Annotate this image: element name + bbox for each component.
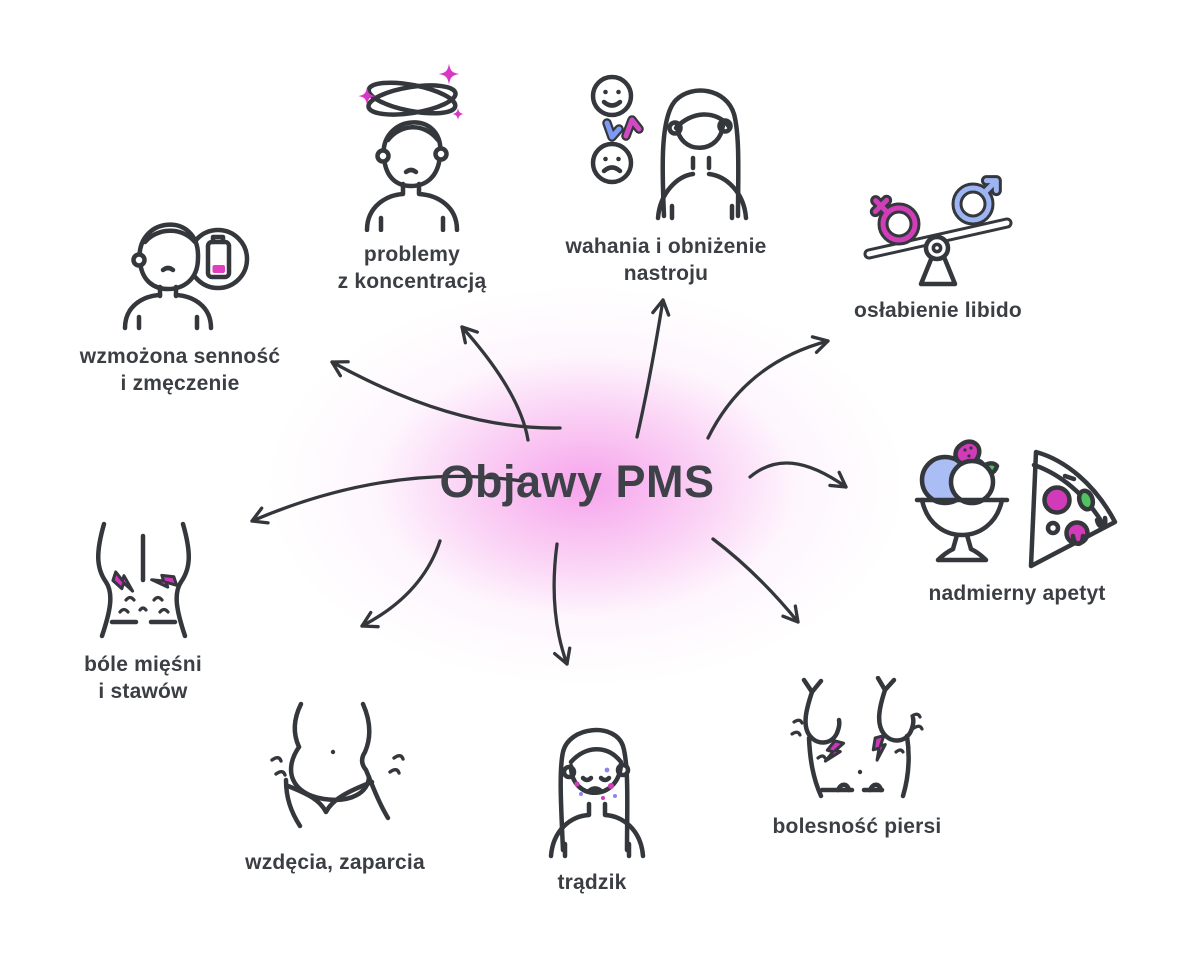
female-symbol-icon bbox=[869, 194, 921, 246]
symptom-label: wzmożona senność i zmęczenie bbox=[79, 345, 281, 395]
arrow-to-tradzik bbox=[552, 542, 572, 666]
bloated-belly-icon bbox=[270, 701, 405, 829]
symptom-node-piersi: bolesność piersi bbox=[717, 676, 997, 841]
symptom-node-bole: bóle mięśni i stawów bbox=[3, 520, 283, 706]
symptom-label: wahania i obniżenie nastroju bbox=[565, 235, 767, 285]
acne-face-icon bbox=[548, 728, 646, 859]
acne-dots-icon bbox=[574, 767, 617, 800]
low-battery-person-icon bbox=[122, 222, 250, 331]
symptom-label: wzdęcia, zaparcia bbox=[245, 851, 425, 874]
symptom-label: bolesność piersi bbox=[772, 815, 942, 838]
symptom-node-sennosc: wzmożona senność i zmęczenie bbox=[40, 196, 320, 398]
symptom-label: problemy z koncentracją bbox=[337, 243, 487, 293]
pizza-slice-icon bbox=[1028, 449, 1117, 569]
arrow-to-bole bbox=[250, 474, 524, 525]
gender-balance-icon bbox=[863, 175, 1013, 287]
symptom-node-tradzik: trądzik bbox=[452, 710, 732, 897]
symptom-label: bóle mięśni i stawów bbox=[84, 653, 202, 703]
arrow-to-libido bbox=[706, 335, 830, 440]
symptom-node-libido: osłabienie libido bbox=[798, 148, 1078, 325]
breast-pain-icon bbox=[790, 676, 924, 799]
arrow-to-nastroj bbox=[635, 298, 671, 439]
symptom-node-wzdecia: wzdęcia, zaparcia bbox=[195, 700, 475, 877]
arrow-to-apetyt bbox=[748, 461, 848, 489]
male-symbol-icon bbox=[951, 175, 1002, 226]
ice-cream-pizza-icon bbox=[914, 439, 1117, 569]
dizzy-person-icon bbox=[358, 63, 464, 232]
symptom-label: trądzik bbox=[557, 871, 627, 894]
page-title: Objawy PMS bbox=[439, 456, 715, 507]
arrow-to-koncentracja bbox=[460, 325, 530, 442]
arrow-to-piersi bbox=[711, 537, 800, 624]
sparkle-icon bbox=[358, 63, 464, 120]
symptom-label: osłabienie libido bbox=[854, 299, 1022, 322]
symptom-node-koncentracja: problemy z koncentracją bbox=[272, 60, 552, 296]
arrow-to-sennosc bbox=[330, 360, 562, 430]
pain-bolt-icon bbox=[823, 734, 887, 763]
symptom-node-nastroj: wahania i obniżenie nastroju bbox=[526, 66, 806, 288]
mood-swings-icon bbox=[590, 74, 749, 221]
arrow-to-wzdecia bbox=[360, 539, 442, 629]
symptom-node-apetyt: nadmierny apetyt bbox=[877, 436, 1157, 608]
symptom-label: nadmierny apetyt bbox=[928, 582, 1106, 605]
back-pain-icon bbox=[95, 521, 191, 639]
pain-bolt-icon bbox=[110, 570, 178, 593]
